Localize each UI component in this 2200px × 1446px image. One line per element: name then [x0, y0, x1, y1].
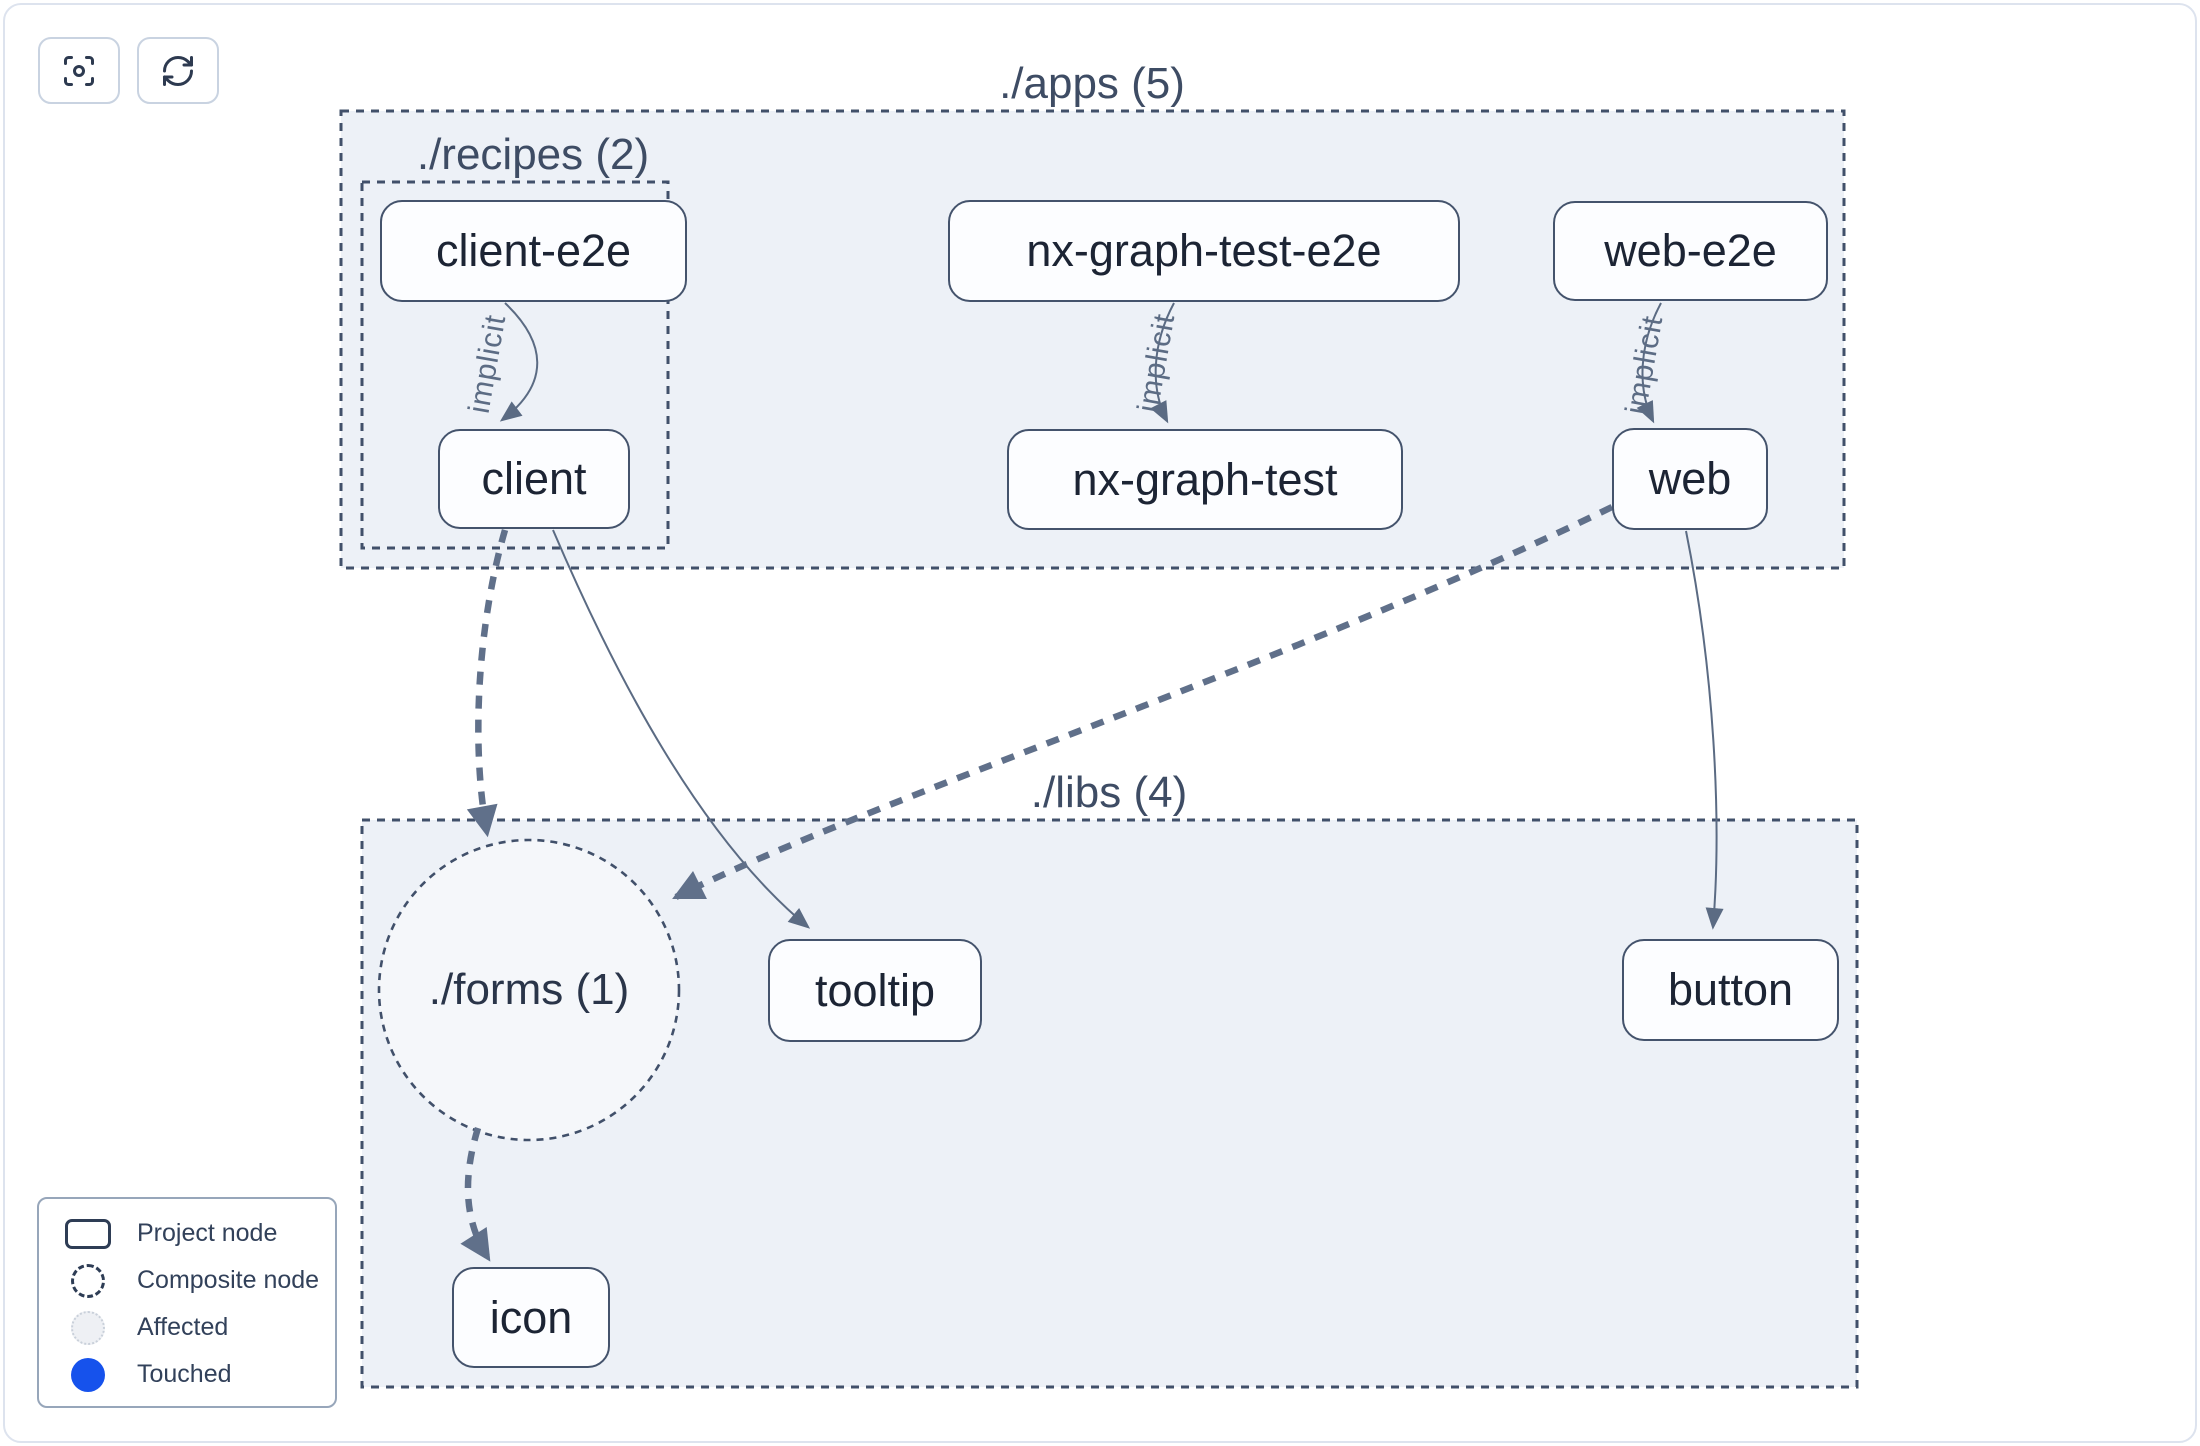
- node-tooltip[interactable]: tooltip: [768, 939, 982, 1042]
- refresh-layout-button[interactable]: [137, 37, 219, 104]
- legend-panel: Project node Composite node Affected Tou…: [37, 1197, 337, 1408]
- focus-icon: [64, 55, 94, 86]
- group-label-libs[interactable]: ./libs (4): [1030, 768, 1188, 817]
- edge-client-e2e-to-client[interactable]: [499, 302, 539, 422]
- legend-row-touched: Touched: [39, 1351, 335, 1398]
- edge-client-to-forms[interactable]: [466, 529, 509, 838]
- legend-row-composite-node: Composite node: [39, 1257, 335, 1304]
- edge-web-to-button[interactable]: [1685, 530, 1724, 930]
- legend-label-project-node: Project node: [137, 1219, 278, 1247]
- edge-web-e2e-to-web[interactable]: [1636, 302, 1662, 424]
- node-nx-graph-test[interactable]: nx-graph-test: [1007, 429, 1403, 530]
- composite-node-label-forms[interactable]: ./forms (1): [428, 965, 630, 1014]
- composite-node-forms[interactable]: [377, 838, 681, 1142]
- legend-label-composite-node: Composite node: [137, 1266, 320, 1294]
- composite-node-swatch: [71, 1263, 105, 1298]
- legend-row-project-node: Project node: [39, 1210, 335, 1257]
- legend-label-touched: Touched: [137, 1360, 232, 1388]
- group-label-apps[interactable]: ./apps (5): [999, 59, 1185, 108]
- edge-client-to-tooltip[interactable]: [552, 529, 811, 929]
- affected-swatch: [71, 1310, 105, 1345]
- focus-center-button[interactable]: [38, 37, 120, 104]
- node-client[interactable]: client: [438, 429, 630, 529]
- legend-label-affected: Affected: [137, 1313, 229, 1341]
- edge-nx-graph-test-e2e-to-nx-graph-test[interactable]: [1150, 302, 1175, 424]
- node-web-e2e[interactable]: web-e2e: [1553, 201, 1828, 301]
- node-nx-graph-test-e2e[interactable]: nx-graph-test-e2e: [948, 200, 1460, 302]
- legend-row-affected: Affected: [39, 1304, 335, 1351]
- node-client-e2e[interactable]: client-e2e: [380, 200, 687, 302]
- node-icon[interactable]: icon: [452, 1267, 610, 1368]
- edge-forms-to-icon[interactable]: [460, 1127, 491, 1262]
- node-button[interactable]: button: [1622, 939, 1839, 1041]
- touched-swatch: [71, 1357, 105, 1392]
- graph-toolbar: [38, 37, 219, 104]
- refresh-icon: [163, 55, 193, 86]
- group-recipes-container[interactable]: [360, 180, 670, 550]
- project-node-swatch: [65, 1218, 111, 1249]
- edge-web-to-forms[interactable]: [672, 504, 1614, 900]
- node-web[interactable]: web: [1612, 428, 1768, 530]
- group-label-recipes[interactable]: ./recipes (2): [416, 130, 650, 179]
